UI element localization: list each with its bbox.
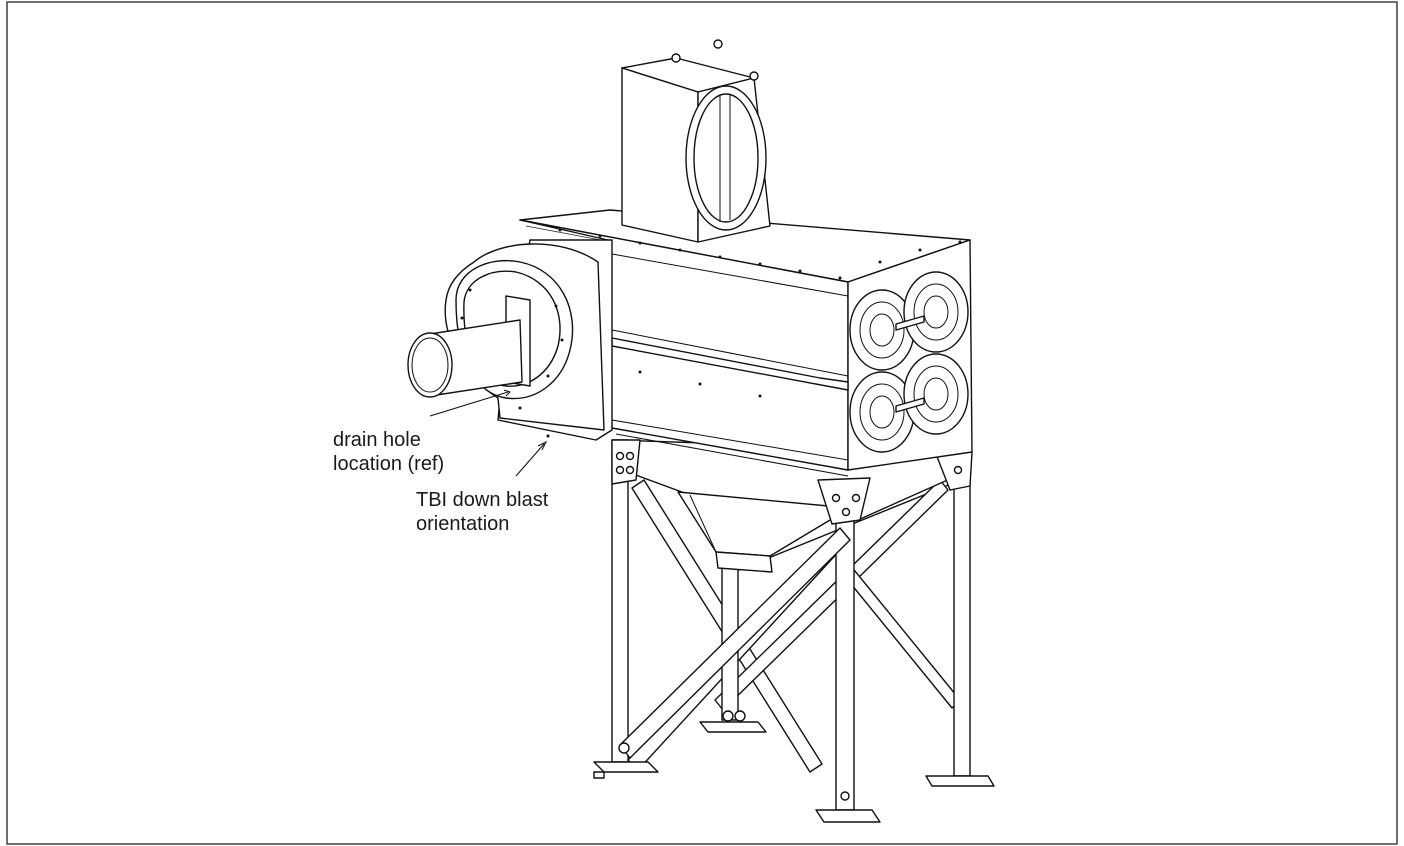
callout-tbi: TBI down blast orientation: [416, 440, 549, 535]
inlet-box: [621, 39, 771, 243]
cabinet-bolts: [558, 228, 962, 398]
filter-door-1: [849, 289, 915, 371]
blower-housing: [407, 239, 613, 441]
callout-drain-line-1: drain hole: [333, 429, 421, 451]
callout-drain-line-2: location (ref): [333, 453, 444, 475]
filter-door-2: [903, 271, 969, 353]
filter-door-4: [903, 353, 969, 435]
callout-tbi-line-2: orientation: [416, 513, 509, 535]
filter-cartridge-doors: [849, 271, 969, 453]
callout-tbi-line-1: TBI down blast: [416, 489, 549, 511]
callout-drain: drain hole location (ref): [333, 389, 511, 475]
support-stand: [593, 439, 995, 823]
